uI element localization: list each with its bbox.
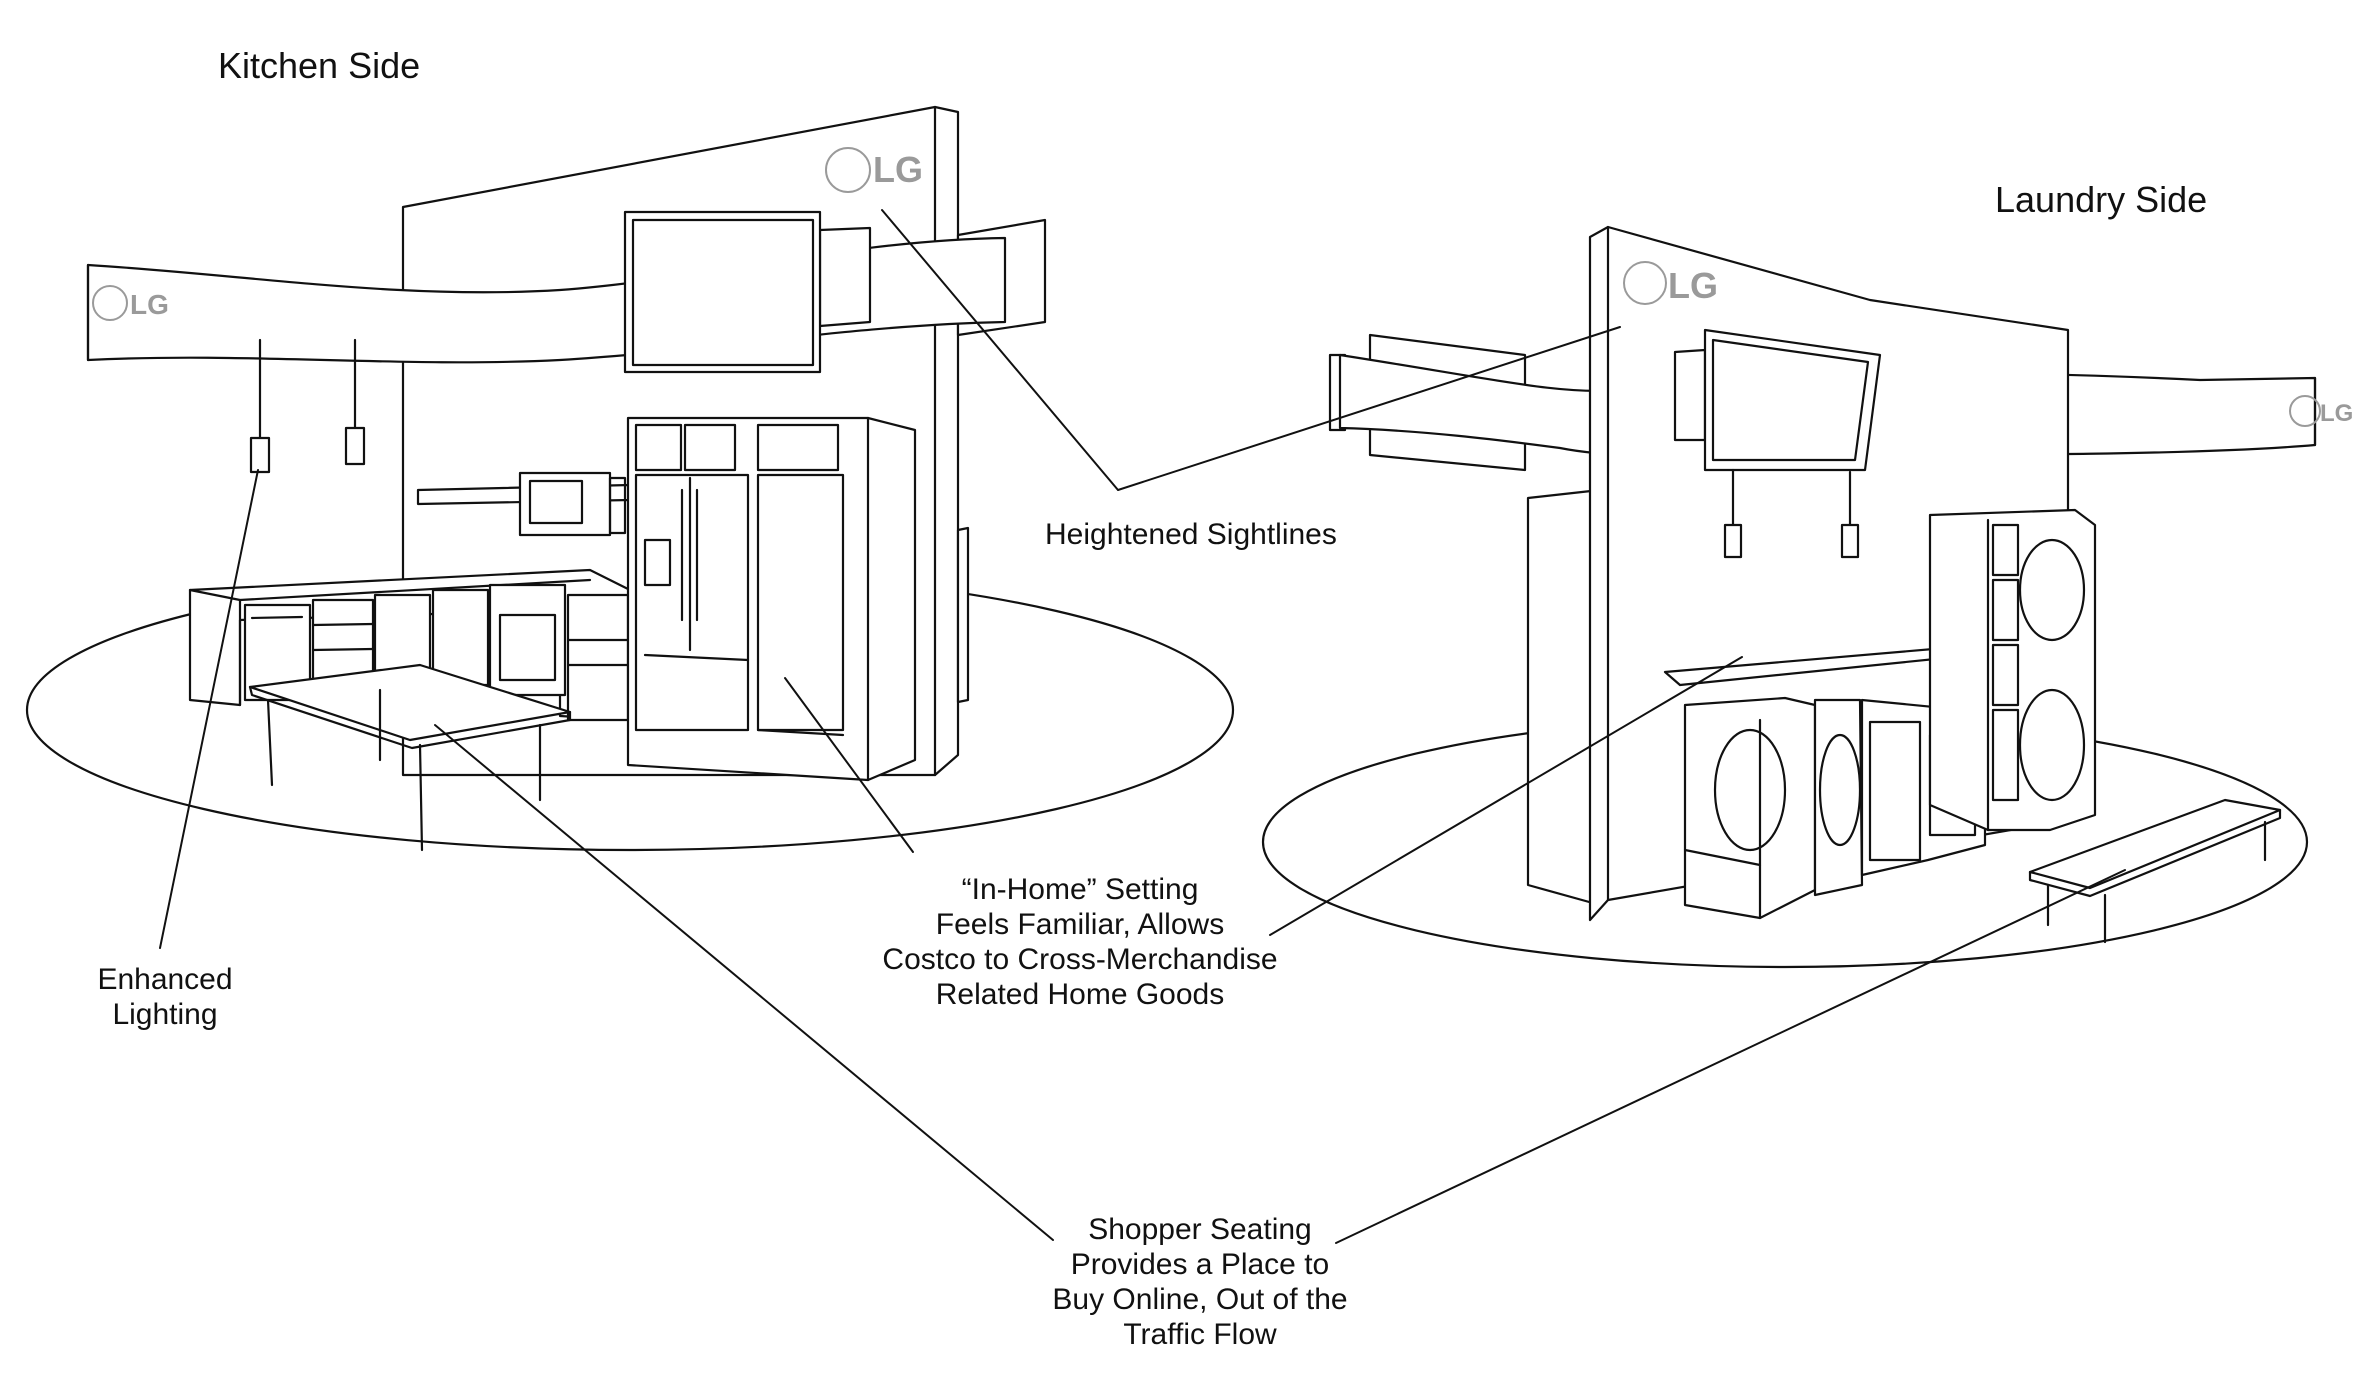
kitchen-refrigerator bbox=[626, 416, 917, 782]
callout-line: Heightened Sightlines bbox=[1045, 518, 1337, 551]
kitchen-tv bbox=[623, 210, 822, 374]
kitchen-side-title: Kitchen Side bbox=[218, 45, 421, 86]
callout-line: Traffic Flow bbox=[1123, 1318, 1277, 1351]
svg-text:LG: LG bbox=[873, 149, 923, 190]
laundry-side-title: Laundry Side bbox=[1995, 179, 2208, 220]
kitchen-booth: LG LG bbox=[25, 105, 1235, 852]
laundry-bench bbox=[2028, 798, 2282, 944]
callout-line: Shopper Seating bbox=[1088, 1213, 1312, 1246]
callout-line: Costco to Cross-Merchandise bbox=[882, 943, 1278, 976]
callout-line: Buy Online, Out of the bbox=[1052, 1283, 1348, 1316]
laundry-pendant-lights bbox=[1723, 468, 1860, 559]
svg-text:LG: LG bbox=[2320, 400, 2353, 427]
svg-text:LG: LG bbox=[1668, 265, 1718, 306]
callout-leader-lines bbox=[159, 209, 2126, 1244]
callout-line: Provides a Place to bbox=[1070, 1248, 1330, 1281]
laundry-tv bbox=[1703, 328, 1882, 472]
kitchen-pendant-lights bbox=[249, 338, 366, 474]
callout-in-home-setting: “In-Home” Setting Feels Familiar, Allows… bbox=[860, 872, 1300, 1012]
lg-logo-icon bbox=[92, 147, 871, 321]
svg-text:LG: LG bbox=[130, 289, 169, 320]
callout-shopper-seating: Shopper Seating Provides a Place to Buy … bbox=[1010, 1212, 1390, 1352]
callout-line: Feels Familiar, Allows bbox=[935, 908, 1225, 941]
laundry-stacked-unit bbox=[1928, 508, 2097, 832]
kitchen-range bbox=[488, 583, 567, 697]
callout-line: Related Home Goods bbox=[935, 978, 1225, 1011]
callout-line: “In-Home” Setting bbox=[961, 873, 1199, 906]
kitchen-dining-table bbox=[248, 663, 572, 852]
callout-line: Enhanced bbox=[97, 963, 233, 996]
callout-enhanced-lighting: Enhanced Lighting bbox=[60, 962, 270, 1032]
lg-logo-icon bbox=[1623, 261, 2321, 427]
callout-line: Lighting bbox=[112, 998, 218, 1031]
kitchen-microwave bbox=[518, 471, 612, 537]
laundry-washers bbox=[1683, 696, 1864, 920]
laundry-booth: LG LG bbox=[1261, 225, 2353, 969]
callout-heightened-sightlines: Heightened Sightlines bbox=[1045, 517, 1337, 552]
